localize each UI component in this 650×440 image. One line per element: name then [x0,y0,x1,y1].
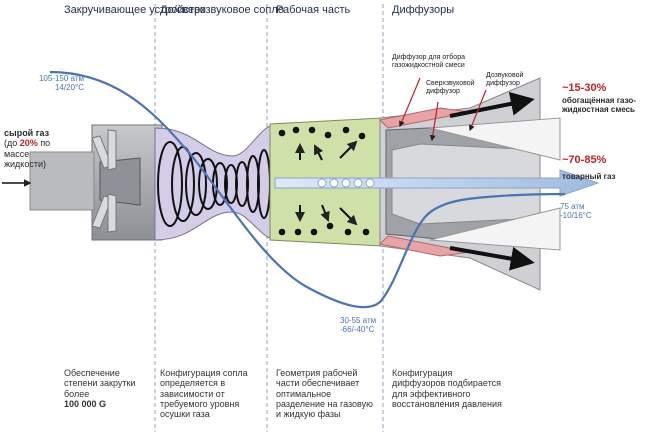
section-title-nozzle: До/сверхзвуковое сопло [160,4,285,16]
lower-output-arrow [449,246,535,271]
inlet-temperature: 14/20°C [55,83,84,93]
outlet-conditions: 75 атм -10/16°C [560,202,592,220]
note-working: Геометрия рабочей части обеспечивает опт… [276,368,373,420]
liquid-percent: 20% [19,138,38,149]
label-supersonic-diffuser: Сверхзвуковой диффузор [426,80,475,96]
outlet-temperature: -10/16°C [560,211,592,221]
output-mix-percent: ~15-30% [562,82,607,94]
pressure-curve [49,70,566,309]
note-diffusers: Конфигурация диффузоров подбирается для … [392,368,502,410]
raw-gas-label: сырой газ [4,128,50,138]
label-liquid-offtake-diffuser: Диффузор для отбора газожидкостной смеси [392,54,465,70]
inlet-conditions: 105-150 атм 14/20°C [4,74,84,92]
section-title-working: Рабочая часть [276,4,351,16]
droplet-arrows [295,140,358,226]
raw-gas-detail: (до 20% по [4,138,51,149]
throat-temperature: -66/-40°C [340,325,375,335]
note-swirler-bold: 100 000 G [64,399,107,410]
lower-wedge [429,207,561,251]
label-subsonic-diffuser: Дозвуковой диффузор [486,72,524,88]
flow-bubbles [317,178,375,188]
section-title-swirler: Закручивающее устройство [64,4,206,16]
inlet-gas-label: сырой газ (до 20% по массе жидкости) [4,128,51,170]
upper-output-arrow [449,91,535,118]
section-title-diffusers: Диффузоры [392,4,455,16]
output-gas-percent: ~70-85% [562,154,607,166]
output-mix-label: обогащённая газо- жидкостная смесь [562,96,636,115]
note-swirler: Обеспечение степени закрутки более 100 0… [64,368,152,409]
inlet-pressure: 105-150 атм [38,74,84,83]
upper-wedge [429,117,561,161]
droplets [278,126,370,236]
inlet-pipe [29,151,95,211]
outlet-pressure: 75 атм [560,202,585,211]
diffuser-label-arrows [399,77,487,142]
throat-conditions: 30-55 атм -66/-40°C [340,316,376,334]
swirler-vanes [91,129,117,233]
product-gas-arrow [274,169,600,197]
output-gas-label: товарный газ [562,172,616,181]
note-nozzle: Конфигурация сопла определяется в зависи… [160,368,248,420]
throat-pressure: 30-55 атм [340,316,377,325]
